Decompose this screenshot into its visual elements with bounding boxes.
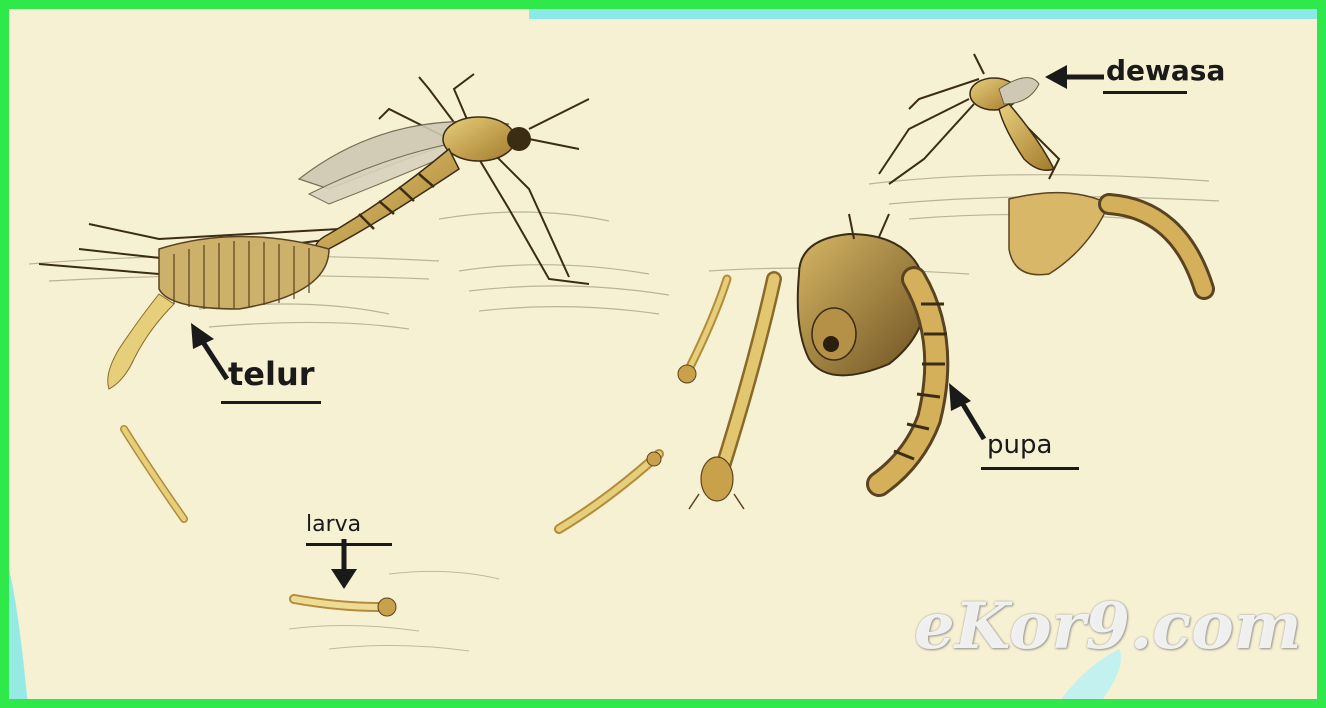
larva-bottom xyxy=(294,598,396,616)
top-swoosh xyxy=(529,9,1326,19)
underline-pupa xyxy=(981,467,1079,470)
mosquito-left-body xyxy=(299,117,531,254)
arrow-dewasa xyxy=(1045,65,1104,89)
label-larva: larva xyxy=(306,514,361,536)
watermark-logo: eKor9.com xyxy=(914,589,1302,664)
larva-hanging-1 xyxy=(678,279,727,383)
larva-swimming-2 xyxy=(559,452,661,529)
label-pupa: pupa xyxy=(987,432,1052,458)
label-telur: telur xyxy=(228,358,315,390)
underline-dewasa xyxy=(1103,91,1187,94)
label-dewasa: dewasa xyxy=(1106,57,1225,85)
larva-swimming-1 xyxy=(124,429,184,519)
arrow-pupa xyxy=(949,383,984,439)
pupa-illustration xyxy=(798,214,947,484)
water-ripples-right xyxy=(709,175,1219,274)
arrow-larva xyxy=(331,539,357,589)
underline-larva xyxy=(306,543,392,546)
arrow-telur xyxy=(191,323,227,379)
underline-telur xyxy=(221,401,321,404)
mosquito-right-body xyxy=(970,78,1204,289)
left-swoosh xyxy=(9,569,29,708)
larva-hanging-2 xyxy=(689,279,774,509)
